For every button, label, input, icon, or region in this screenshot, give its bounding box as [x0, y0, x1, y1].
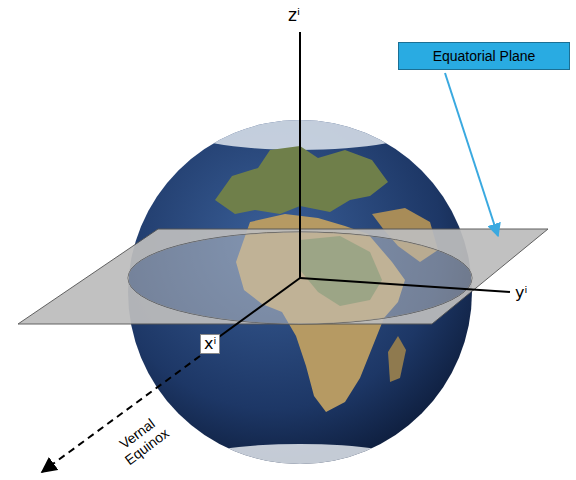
vernal-equinox-arrow — [42, 356, 200, 472]
direction-label: Vernal Equinox — [103, 405, 181, 475]
axis-label-box: xⁱ — [200, 334, 220, 354]
europe — [215, 146, 388, 214]
callout-text: Equatorial Plane — [433, 48, 536, 65]
equatorial-plane — [18, 229, 548, 324]
y-axis — [300, 278, 510, 292]
axis-label-box: zⁱ — [288, 6, 300, 26]
leader-line — [445, 73, 498, 236]
axis-label: xⁱ — [204, 334, 216, 353]
antarctic-ice — [190, 444, 410, 480]
z-axis — [299, 32, 301, 278]
direction-label-box: Vernal Equinox — [103, 405, 181, 475]
madagascar — [388, 336, 406, 382]
axis-label-box: yⁱ — [515, 284, 527, 302]
axis-label: yⁱ — [515, 283, 527, 302]
axis-label: zⁱ — [288, 5, 300, 25]
x-axis — [212, 278, 300, 342]
callout-box: Equatorial Plane — [398, 42, 570, 70]
